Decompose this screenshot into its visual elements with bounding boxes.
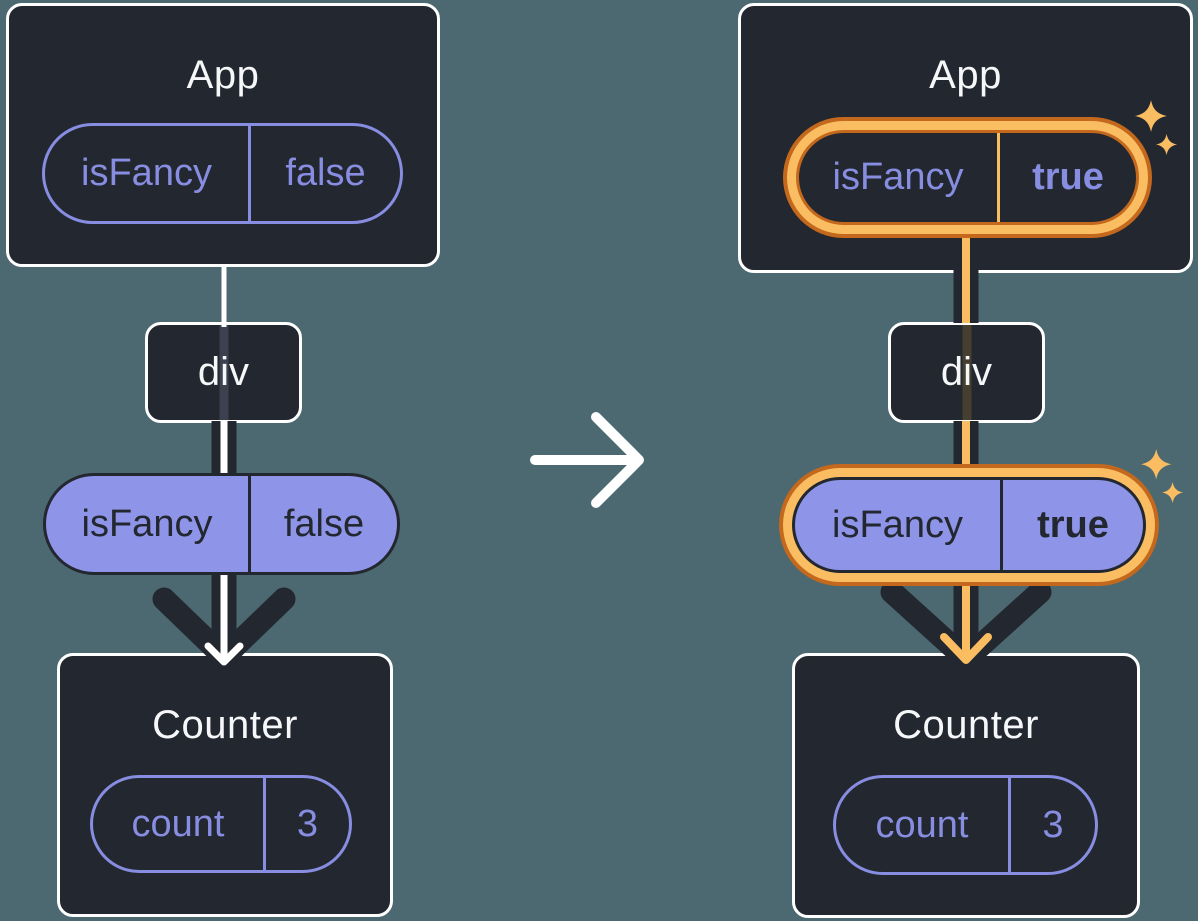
- state-value-cell: true: [1032, 156, 1104, 198]
- state-value-cell: false: [285, 152, 366, 194]
- before-div-node-box: div: [145, 322, 302, 423]
- before-app-state-pill: isFancy false: [42, 123, 403, 224]
- line-through-div-stripe: [962, 325, 971, 420]
- after-counter-component-box: Counter count 3: [792, 653, 1140, 918]
- before-passed-state-pill: isFancy false: [43, 473, 400, 575]
- pill-divider: [248, 126, 251, 221]
- before-counter-title: Counter: [152, 703, 298, 747]
- before-app-title: App: [186, 53, 260, 97]
- state-value-cell: 3: [1042, 803, 1064, 846]
- after-passed-state-pill-highlighted: isFancy true: [792, 477, 1146, 573]
- pill-divider: [263, 778, 266, 870]
- pill-divider: [997, 133, 1000, 222]
- after-counter-title: Counter: [893, 703, 1039, 747]
- state-name-cell: count: [131, 802, 225, 845]
- state-name-cell: isFancy: [832, 503, 963, 546]
- before-count-state-pill: count 3: [90, 775, 352, 873]
- state-name-cell: isFancy: [81, 502, 213, 545]
- state-value-cell: false: [283, 502, 365, 545]
- pill-divider: [1008, 778, 1011, 872]
- state-value-cell: 3: [296, 802, 319, 845]
- state-name-cell: isFancy: [81, 152, 212, 194]
- after-div-node-box: div: [888, 322, 1045, 423]
- after-div-label: div: [940, 350, 993, 394]
- pill-divider: [1000, 480, 1003, 570]
- state-name-cell: isFancy: [832, 156, 964, 198]
- arrow-right-icon: [530, 412, 644, 508]
- after-count-state-pill: count 3: [833, 775, 1098, 875]
- state-value-cell: true: [1037, 503, 1109, 546]
- before-counter-component-box: Counter count 3: [57, 653, 393, 917]
- pill-divider: [248, 476, 251, 572]
- after-app-title: App: [929, 53, 1002, 97]
- before-arrowhead: [152, 587, 296, 669]
- before-div-label: div: [197, 350, 250, 394]
- after-app-state-pill-highlighted: isFancy true: [796, 130, 1139, 225]
- after-arrowhead: [880, 580, 1052, 671]
- after-app-component-box: App: [738, 3, 1193, 273]
- state-name-cell: count: [875, 803, 969, 846]
- line-through-div-stripe: [219, 325, 228, 420]
